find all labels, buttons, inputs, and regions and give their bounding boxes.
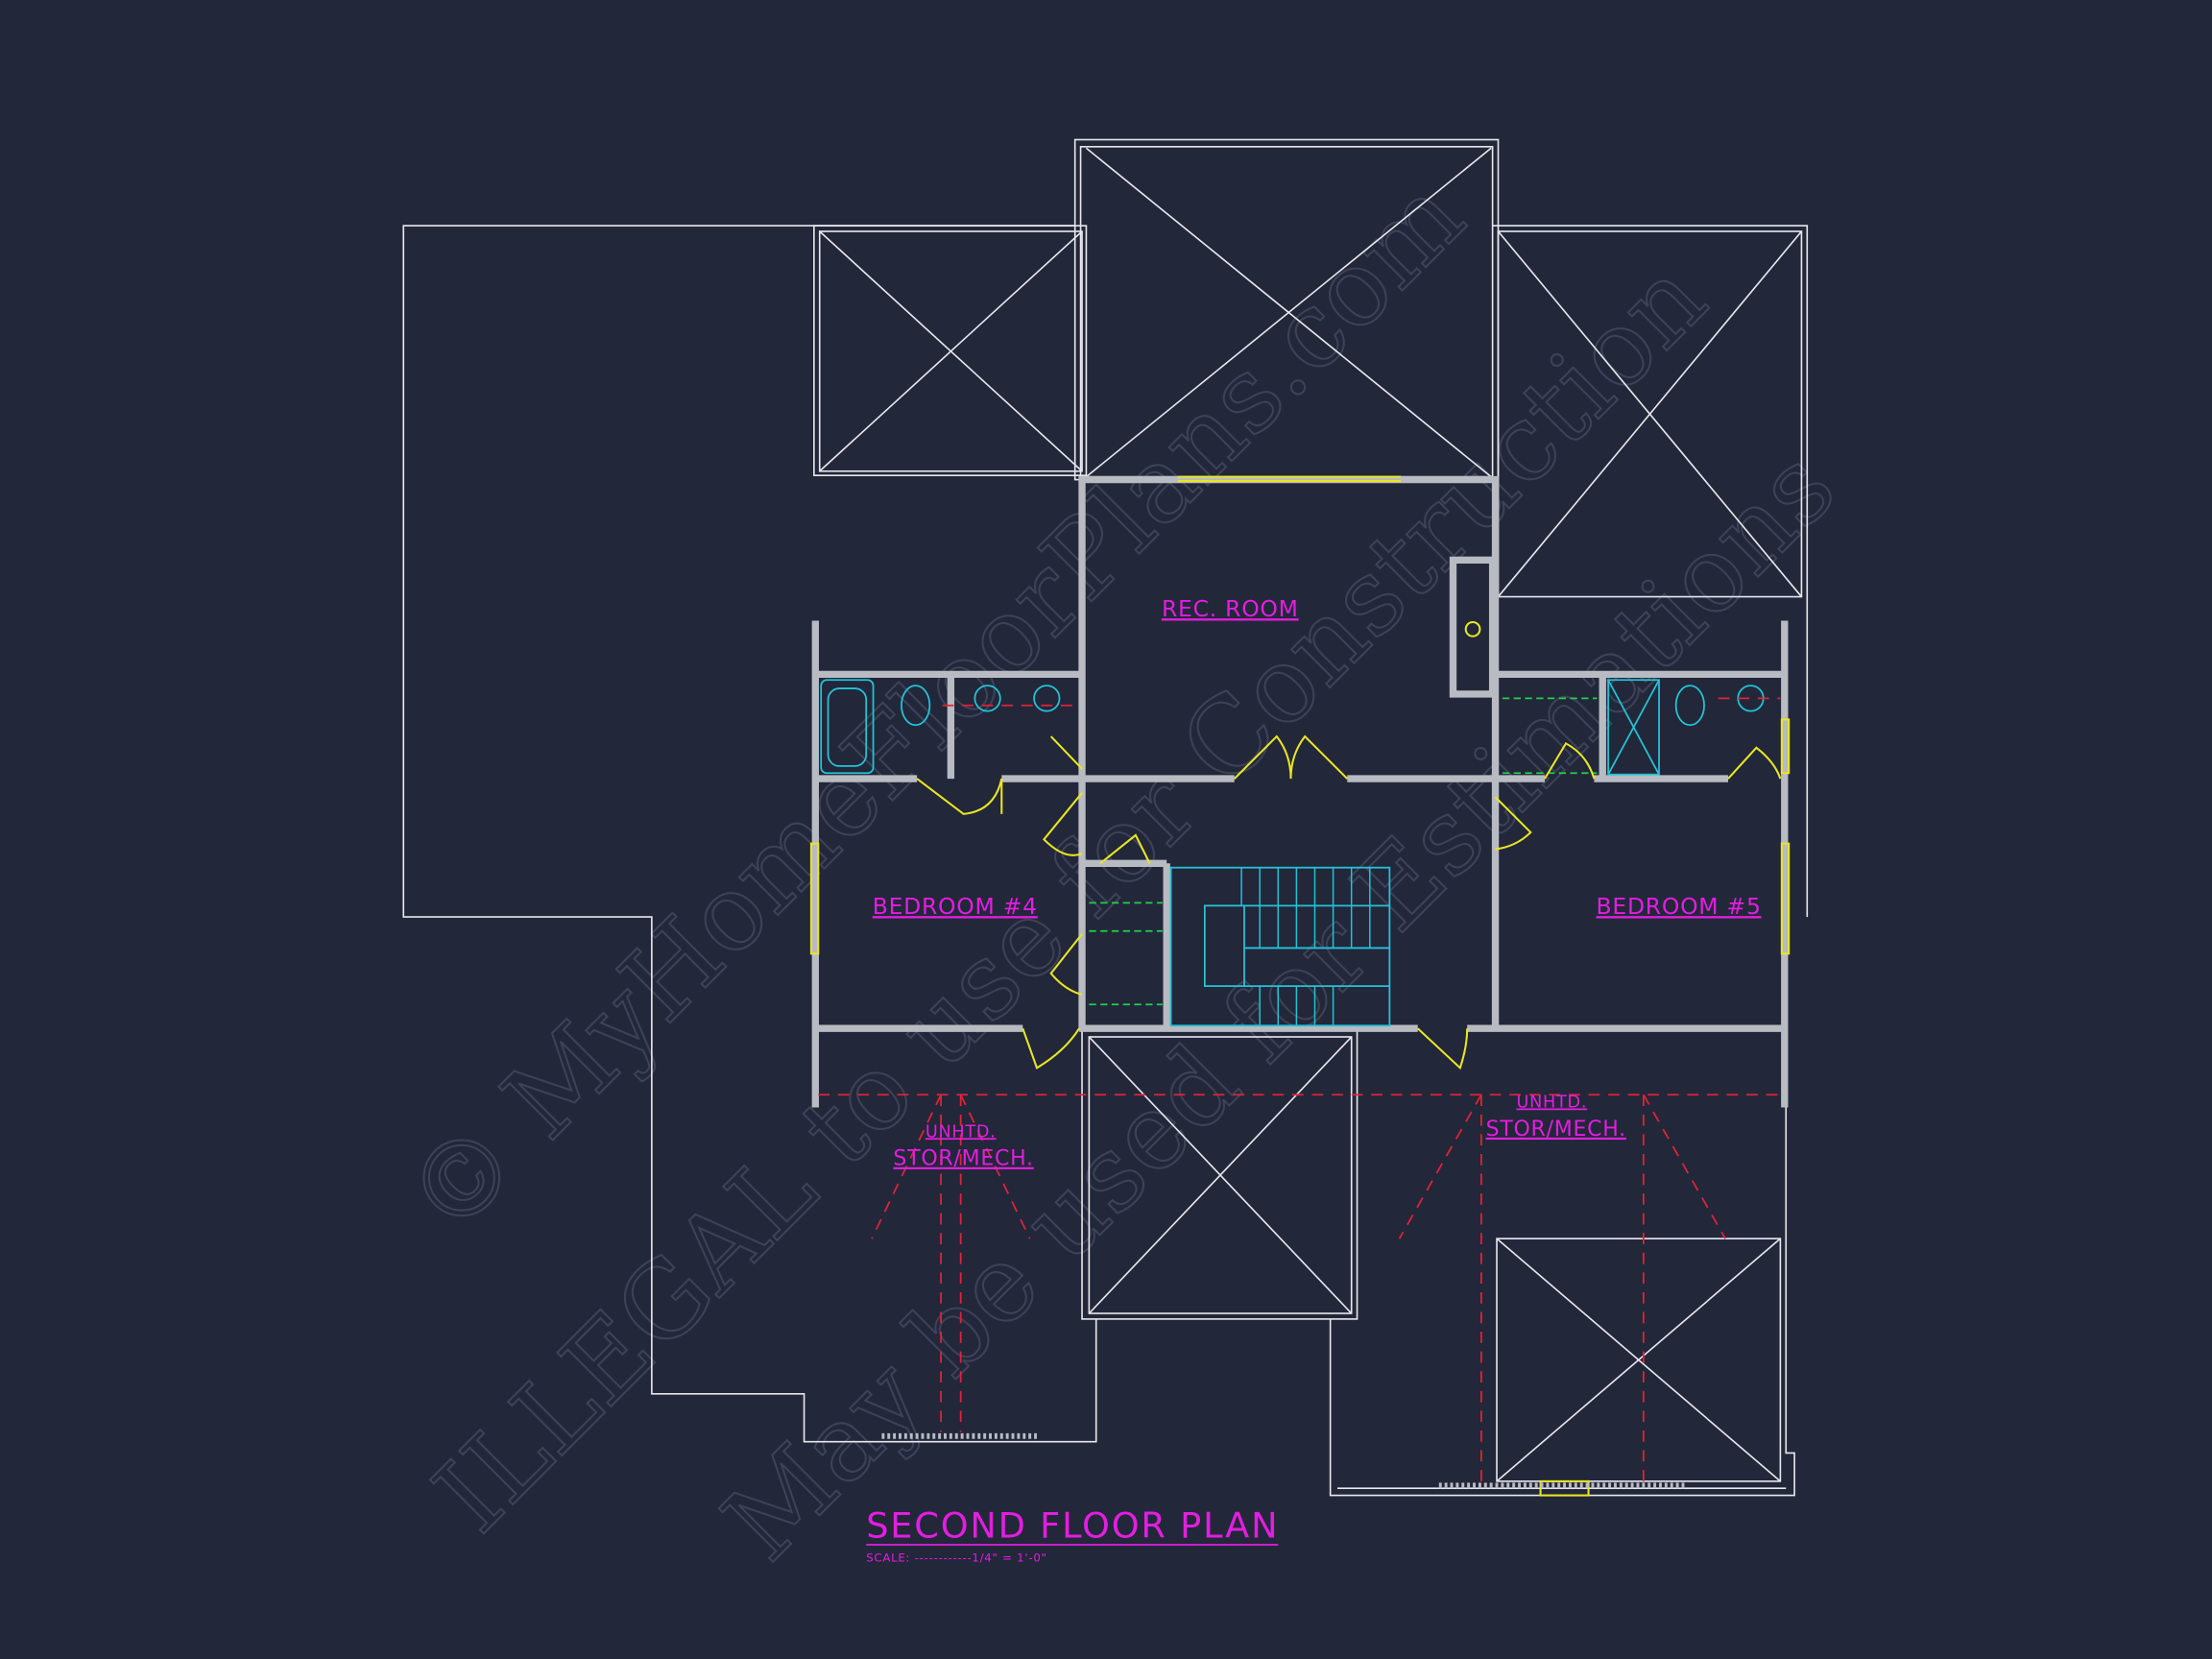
- label-stor-left-1: UNHTD.: [926, 1122, 997, 1142]
- doors-windows: [809, 475, 1791, 1497]
- plan-title: SECOND FLOOR PLAN: [866, 1505, 1278, 1547]
- dashed-lines: [818, 697, 1787, 1489]
- watermark: © MyHomeFloorPlans.com ILLEGAL to use fo…: [382, 154, 1860, 1584]
- label-bedroom-4: BEDROOM #4: [873, 893, 1038, 920]
- staircase: [1089, 697, 1598, 1027]
- roof-outline: [402, 138, 1809, 1497]
- drawing-title: SECOND FLOOR PLAN SCALE: ------------1/4…: [866, 1505, 1279, 1565]
- plan-scale: SCALE: ------------1/4" = 1'-0": [866, 1551, 1046, 1565]
- watermark-line2: ILLEGAL to use for Construction: [411, 237, 1729, 1555]
- bath-fixtures: [820, 620, 1765, 776]
- label-bedroom-5: BEDROOM #5: [1597, 893, 1762, 920]
- walls: [811, 475, 1789, 1108]
- room-labels: REC. ROOM BEDROOM #4 BEDROOM #5 UNHTD. S…: [873, 595, 1762, 1171]
- label-stor-right-2: STOR/MECH.: [1486, 1118, 1626, 1142]
- label-stor-right-1: UNHTD.: [1516, 1093, 1587, 1112]
- label-rec-room: REC. ROOM: [1162, 595, 1299, 622]
- label-stor-left-2: STOR/MECH.: [893, 1147, 1033, 1171]
